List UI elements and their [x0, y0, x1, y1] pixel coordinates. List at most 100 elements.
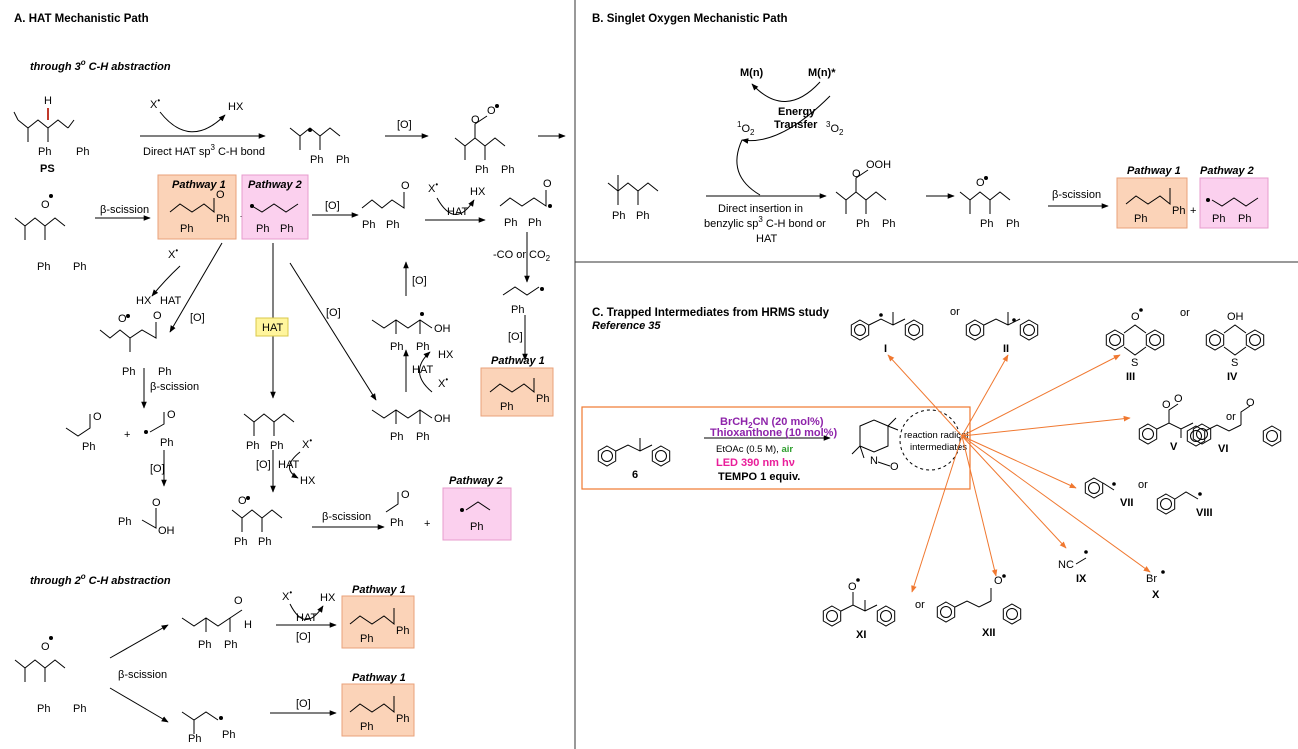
svg-text:Ph: Ph [222, 729, 235, 741]
svg-text:HAT: HAT [278, 459, 299, 471]
svg-text:O: O [153, 310, 162, 322]
svg-text:[O]: [O] [296, 698, 311, 710]
pathway2-box-panel-b [1199, 177, 1269, 229]
svg-text:β-scission: β-scission [1052, 189, 1101, 201]
pathway1-box-c [341, 595, 415, 649]
singlet-oxygen: 1O2 [737, 120, 755, 137]
svg-text:O: O [1246, 397, 1255, 409]
arrow-to-alcohol [289, 262, 377, 401]
svg-text:Ph: Ph [360, 633, 373, 645]
aldehyde-2: O H Ph Ph [181, 595, 252, 651]
svg-text:Ph: Ph [475, 164, 488, 176]
intermediate-XII: O XII [936, 574, 1022, 639]
svg-text:[O]: [O] [508, 331, 523, 343]
reference-label: Reference 35 [592, 320, 661, 332]
svg-text:Ph: Ph [160, 437, 173, 449]
hat-curve-arrow [159, 111, 226, 133]
svg-text:Ph: Ph [73, 261, 86, 273]
alkoxy-ketone: O O Ph Ph [99, 310, 171, 378]
svg-text:HAT: HAT [756, 233, 777, 245]
energy-transfer-curve [751, 81, 821, 102]
svg-text:HX: HX [438, 349, 454, 361]
svg-text:[O]: [O] [190, 312, 205, 324]
tempo-adduct: N O [851, 417, 899, 473]
svg-text:Ph: Ph [396, 713, 409, 725]
arrow-to-IX [961, 435, 1067, 549]
svg-text:+: + [424, 518, 430, 530]
svg-text:OH: OH [434, 323, 451, 335]
hat-highlight-box [255, 317, 289, 337]
hat-highlight-label: HAT [262, 322, 283, 334]
svg-text:or: or [1138, 479, 1148, 491]
svg-text:O: O [976, 177, 985, 189]
svg-text:or: or [950, 306, 960, 318]
arrow-to-II [961, 354, 1009, 437]
svg-text:O: O [238, 495, 247, 507]
svg-text:XI: XI [856, 629, 866, 641]
svg-text:[O]: [O] [326, 307, 341, 319]
svg-text:Ph: Ph [1172, 205, 1185, 217]
svg-text:Ph: Ph [76, 146, 89, 158]
svg-text:Ph: Ph [856, 218, 869, 230]
energy-label: Energy [778, 106, 816, 118]
panel-c-title: C. Trapped Intermediates from HRMS study [592, 307, 830, 319]
svg-text:O: O [994, 575, 1003, 587]
polystyrene-ps: H Ph Ph PS [13, 95, 89, 175]
intermediate-IX: NC IX [1058, 550, 1088, 585]
alkoxy-radical-3: O Ph Ph [14, 636, 86, 715]
svg-text:Ph: Ph [224, 639, 237, 651]
svg-text:or: or [1226, 411, 1236, 423]
svg-text:Ph: Ph [216, 213, 229, 225]
svg-text:Ph: Ph [416, 431, 429, 443]
svg-text:β-scission: β-scission [118, 669, 167, 681]
svg-text:Ph: Ph [82, 441, 95, 453]
svg-text:Pathway 1: Pathway 1 [352, 672, 406, 684]
svg-text:O: O [234, 595, 243, 607]
ps-substrate-b: Ph Ph [607, 175, 659, 222]
svg-text:β-scission: β-scission [150, 381, 199, 393]
svg-text:or: or [1180, 307, 1190, 319]
alkoxy-radical-2: O Ph Ph [231, 495, 283, 548]
substrate-6: 6 [597, 438, 671, 481]
svg-text:X•: X• [302, 436, 312, 451]
svg-text:Ph: Ph [528, 217, 541, 229]
pathway1-box-d [341, 683, 415, 737]
svg-text:X•: X• [168, 246, 178, 261]
svg-text:O: O [543, 178, 552, 190]
pathway1-label: Pathway 1 [172, 179, 226, 191]
svg-text:OH: OH [158, 525, 175, 537]
svg-text:Ph: Ph [470, 521, 483, 533]
svg-text:Pathway 1: Pathway 1 [352, 584, 406, 596]
svg-text:[O]: [O] [325, 200, 340, 212]
svg-text:NC: NC [1058, 559, 1074, 571]
intermediate-VIII: VIII [1156, 491, 1213, 519]
svg-text:Ph: Ph [636, 210, 649, 222]
arrow-to-XI [911, 435, 963, 593]
svg-text:Ph: Ph [122, 366, 135, 378]
panel-a: A. HAT Mechanistic Path through 3o C-H a… [13, 13, 566, 745]
pathway2-label-b: Pathway 2 [1200, 165, 1254, 177]
svg-text:OH: OH [1227, 311, 1244, 323]
svg-text:HAT: HAT [160, 295, 181, 307]
intermediate-X: Br X [1146, 570, 1165, 601]
hx-label: HX [228, 101, 244, 113]
svg-text:O: O [167, 409, 176, 421]
intermediate-II: II [965, 312, 1039, 355]
svg-text:O: O [852, 168, 861, 180]
acyl-radical: O Ph Ph [499, 178, 552, 229]
intermediate-IV: OH S IV [1205, 311, 1265, 383]
svg-text:HX: HX [300, 475, 316, 487]
metal-ground-state: M(n) [740, 67, 764, 79]
arrow-branch-up [109, 624, 169, 659]
arrow-to-alkoxy-2 [169, 242, 223, 333]
primary-alcohol: Ph Ph OH [371, 409, 451, 443]
svg-text:Ph: Ph [536, 393, 549, 405]
svg-text:O: O [401, 489, 410, 501]
pathway1-box [157, 174, 237, 240]
svg-text:Ph: Ph [500, 401, 513, 413]
svg-text:benzylic sp3 C-H bond or: benzylic sp3 C-H bond or [704, 215, 826, 230]
svg-text:Ph: Ph [386, 219, 399, 231]
svg-text:Ph: Ph [390, 341, 403, 353]
svg-text:HX: HX [136, 295, 152, 307]
svg-text:Ph: Ph [256, 223, 269, 235]
